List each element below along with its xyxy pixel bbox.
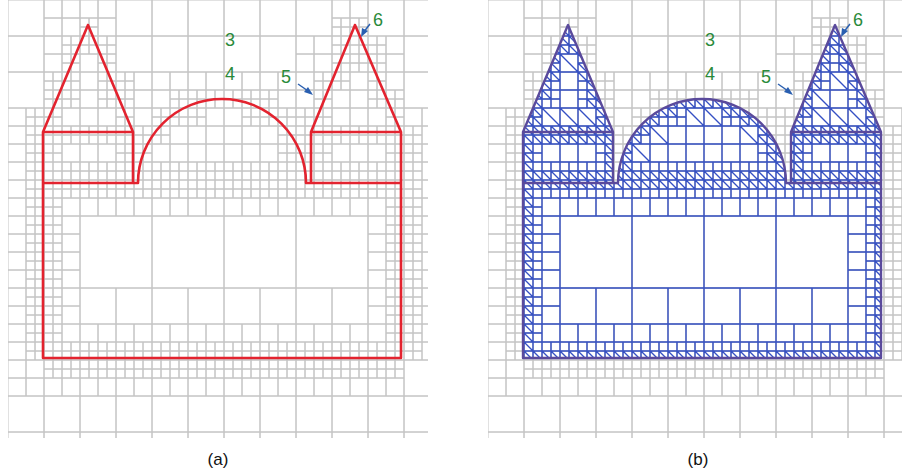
callout-number: 5	[281, 68, 291, 86]
region-number: 4	[225, 65, 235, 83]
castle-outline	[523, 25, 881, 358]
quadtree-grid	[8, 0, 428, 438]
callout-number: 6	[853, 11, 863, 29]
mesh	[488, 0, 902, 474]
grid-lines	[488, 0, 902, 438]
arrowhead	[784, 87, 793, 95]
callout-number: 6	[373, 11, 383, 29]
panel-b	[488, 0, 902, 474]
region-number: 4	[705, 65, 715, 83]
arrowhead	[361, 28, 368, 37]
castle-outline	[43, 25, 401, 358]
grid-lines	[8, 0, 428, 438]
panel-caption: (a)	[208, 451, 229, 468]
mesh-lines	[488, 0, 902, 474]
region-number: 3	[225, 31, 235, 49]
arrowhead	[304, 87, 313, 95]
callout-number: 5	[761, 68, 771, 86]
region-number: 3	[705, 31, 715, 49]
panel-a	[8, 0, 440, 474]
quadtree-grid	[488, 0, 902, 438]
panel-caption: (b)	[688, 451, 709, 468]
arrowhead	[841, 28, 848, 37]
